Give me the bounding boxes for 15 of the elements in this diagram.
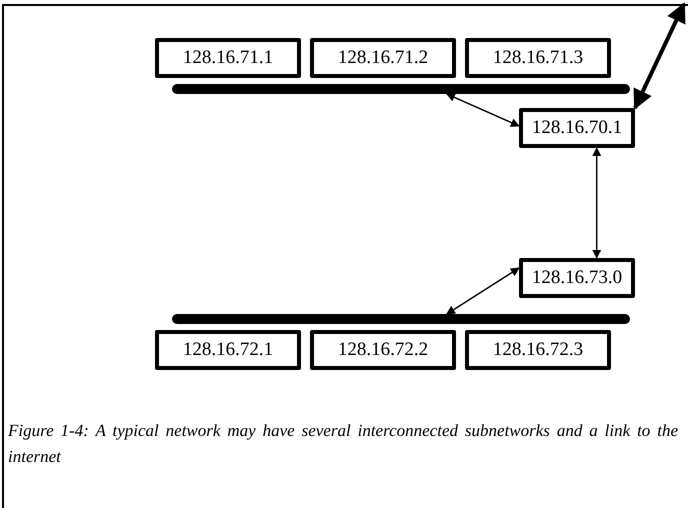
arrow [446,267,520,315]
figure-caption: Figure 1-4: A typical network may have several interconnected subnetworks and a link to the internet [8,420,678,468]
address-box: 128.16.71.3 [465,38,611,78]
arrow [633,2,686,110]
arrow [446,93,520,127]
address-box: 128.16.72.1 [155,330,301,370]
address-box: 128.16.72.2 [310,330,456,370]
bus-bar [172,314,630,324]
address-box: 128.16.71.1 [155,38,301,78]
address-box: 128.16.73.0 [519,258,635,298]
bus-bar [172,84,630,94]
address-box: 128.16.70.1 [519,108,635,148]
address-box: 128.16.71.2 [310,38,456,78]
arrow [592,147,602,259]
address-box: 128.16.72.3 [465,330,611,370]
